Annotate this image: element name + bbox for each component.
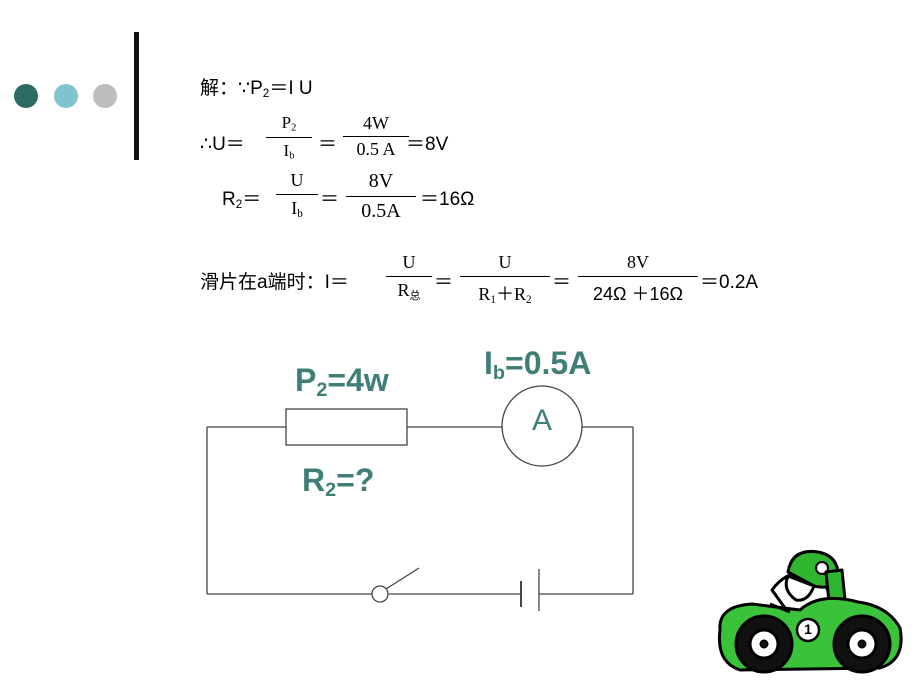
fraction-denominator: Ib — [291, 198, 303, 220]
line4-fraction-1: U R总 — [386, 252, 432, 303]
ammeter-symbol — [501, 385, 583, 467]
fraction-numerator: 8V — [627, 252, 649, 272]
line2-fraction-1: P2 Ib — [266, 113, 312, 161]
fraction-numerator: P2 — [281, 113, 297, 134]
fraction-denominator: 0.5A — [361, 200, 401, 222]
fraction-bar — [386, 276, 432, 277]
power-label: P2=4w — [295, 362, 389, 401]
solution-line-4-lead: 滑片在a端时：I＝ — [200, 272, 349, 293]
fraction-bar — [460, 276, 550, 277]
ammeter-label: A — [531, 404, 552, 437]
line2-result: ＝8V — [406, 134, 449, 155]
fraction-bar — [266, 136, 312, 138]
line4-equals-1: ＝ — [434, 272, 454, 293]
fraction-numerator: U — [290, 170, 304, 190]
line2-fraction-2: 4W 0.5 A — [343, 113, 409, 160]
fraction-numerator: 4W — [363, 113, 389, 133]
decor-dot-grey — [93, 84, 117, 108]
line3-fraction-1: U Ib — [276, 170, 318, 220]
decor-dot-dark — [14, 84, 38, 108]
fraction-denominator: R1＋R2 — [478, 284, 532, 306]
switch-blade — [385, 567, 420, 590]
fraction-bar — [276, 194, 318, 195]
fraction-numerator: 8V — [368, 170, 394, 192]
solution-line-3-lead: R2＝ — [222, 189, 262, 211]
line4-fraction-2: U R1＋R2 — [460, 252, 550, 306]
fraction-denominator: 24Ω ＋16Ω — [593, 284, 683, 304]
line3-fraction-2: 8V 0.5A — [346, 170, 416, 223]
solution-line-1: 解：∵P2＝I U — [200, 78, 313, 105]
solution-line-2-lead: ∴U＝ — [200, 134, 245, 155]
fraction-denominator: R总 — [397, 280, 421, 302]
decor-vertical-bar — [134, 32, 139, 160]
line1-suffix: ＝I U — [269, 78, 313, 99]
fraction-denominator: 0.5 A — [356, 139, 396, 159]
line4-fraction-3: 8V 24Ω ＋16Ω — [578, 252, 698, 306]
resistor-symbol — [285, 408, 408, 446]
line4-result: ＝0.2A — [700, 272, 759, 293]
fraction-bar — [578, 276, 698, 277]
fraction-bar — [346, 196, 416, 197]
line4-equals-2: ＝ — [552, 272, 572, 293]
switch-pivot — [371, 585, 389, 603]
fraction-bar — [343, 136, 409, 137]
fraction-denominator: Ib — [283, 140, 295, 162]
line1-prefix: 解：∵P — [200, 78, 263, 99]
current-label: Ib=0.5A — [484, 345, 592, 384]
line3-equals: ＝ — [320, 189, 340, 210]
line3-result: ＝16Ω — [420, 189, 475, 210]
resistor-label: R2=? — [302, 462, 375, 501]
fraction-numerator: U — [498, 252, 512, 272]
line1-sub: 2 — [262, 86, 270, 100]
decor-dot-light — [54, 84, 78, 108]
car-number-badge: 1 — [804, 621, 812, 637]
fraction-numerator: U — [402, 252, 416, 272]
line2-equals: ＝ — [318, 134, 338, 155]
